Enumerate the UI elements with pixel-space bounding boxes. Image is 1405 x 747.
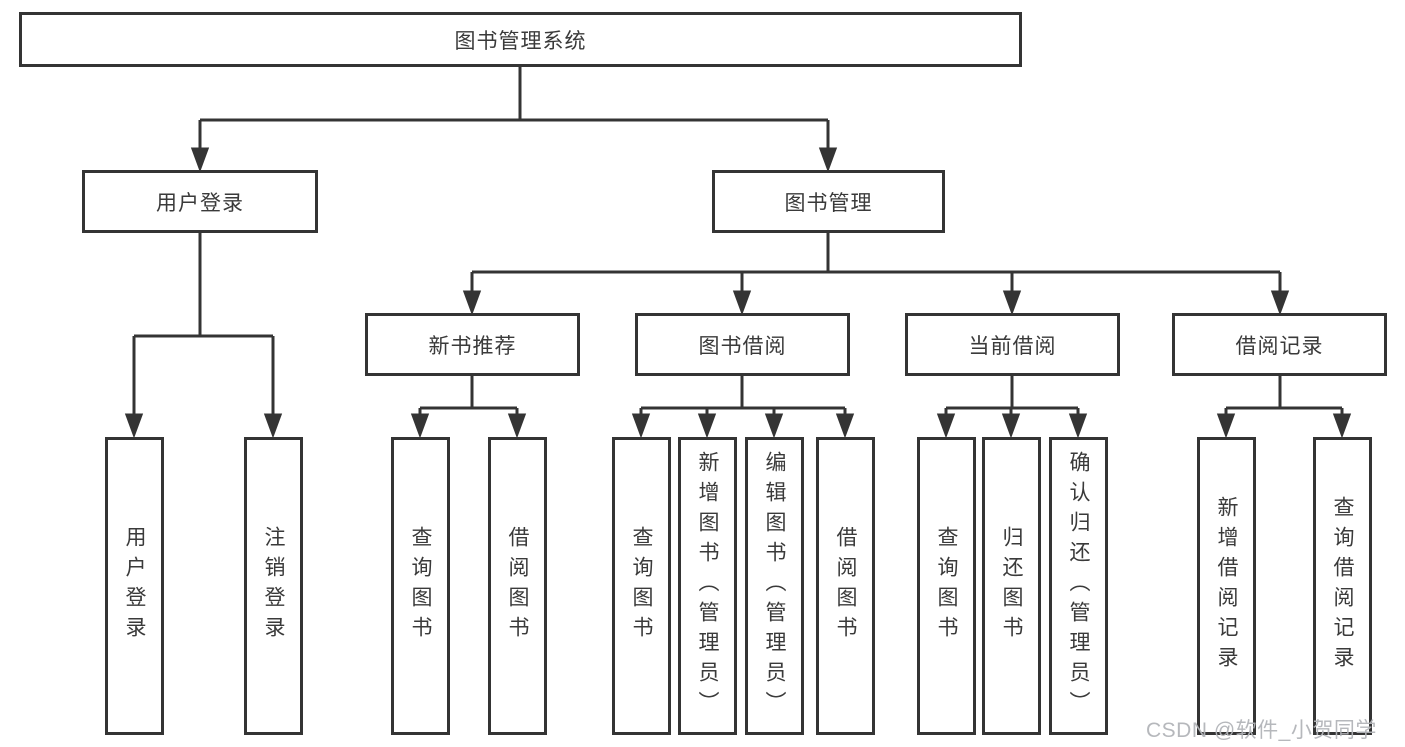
- edge-borrow-records-children: [1216, 376, 1352, 439]
- node-label: 查询图书: [630, 526, 653, 646]
- node-label: 图书管理系统: [454, 29, 587, 53]
- leaf-user-login: 用户登录: [105, 437, 164, 735]
- edge-current-borrow-children: [936, 376, 1088, 439]
- node-label: 查询图书: [409, 526, 432, 646]
- edge-root-to-level2: [190, 67, 838, 173]
- node-label: 借阅记录: [1235, 334, 1324, 358]
- leaf-borrow-books: 借阅图书: [488, 437, 547, 735]
- node-library-management-system: 图书管理系统: [19, 12, 1022, 67]
- node-label: 新增借阅记录: [1215, 496, 1238, 676]
- leaf-query-books: 查询图书: [917, 437, 976, 735]
- leaf-confirm-return-admin: 确认归还（管理员）: [1049, 437, 1108, 735]
- node-user-login: 用户登录: [82, 170, 318, 233]
- node-label: 借阅图书: [834, 526, 857, 646]
- node-label: 图书借阅: [698, 334, 787, 358]
- leaf-add-books-admin: 新增图书（管理员）: [678, 437, 737, 735]
- node-label: 编辑图书（管理员）: [763, 451, 786, 721]
- leaf-query-borrow-record: 查询借阅记录: [1313, 437, 1372, 735]
- node-label: 查询借阅记录: [1331, 496, 1354, 676]
- node-label: 查询图书: [935, 526, 958, 646]
- node-label: 用户登录: [156, 191, 244, 215]
- node-label: 当前借阅: [968, 334, 1057, 358]
- node-label: 新书推荐: [428, 334, 517, 358]
- edge-book-borrow-children: [631, 376, 855, 439]
- node-label: 新增图书（管理员）: [696, 451, 719, 721]
- node-borrowing-records: 借阅记录: [1172, 313, 1387, 376]
- leaf-add-borrow-record: 新增借阅记录: [1197, 437, 1256, 735]
- leaf-return-books: 归还图书: [982, 437, 1041, 735]
- edge-user-login-children: [124, 233, 283, 439]
- node-label: 用户登录: [123, 526, 146, 646]
- leaf-logout: 注销登录: [244, 437, 303, 735]
- node-book-management: 图书管理: [712, 170, 945, 233]
- csdn-watermark: CSDN @软件_小贺同学: [1146, 719, 1377, 742]
- leaf-edit-books-admin: 编辑图书（管理员）: [745, 437, 804, 735]
- leaf-query-books: 查询图书: [612, 437, 671, 735]
- node-new-book-recommend: 新书推荐: [365, 313, 580, 376]
- edge-book-mgmt-children: [462, 233, 1290, 316]
- node-label: 图书管理: [784, 191, 873, 215]
- node-book-borrowing: 图书借阅: [635, 313, 850, 376]
- node-label: 归还图书: [1000, 526, 1023, 646]
- edge-new-book-rec-children: [410, 376, 527, 439]
- leaf-query-books: 查询图书: [391, 437, 450, 735]
- node-label: 注销登录: [262, 526, 285, 646]
- leaf-borrow-books: 借阅图书: [816, 437, 875, 735]
- node-label: 借阅图书: [506, 526, 529, 646]
- node-current-borrowing: 当前借阅: [905, 313, 1120, 376]
- node-label: 确认归还（管理员）: [1067, 451, 1090, 721]
